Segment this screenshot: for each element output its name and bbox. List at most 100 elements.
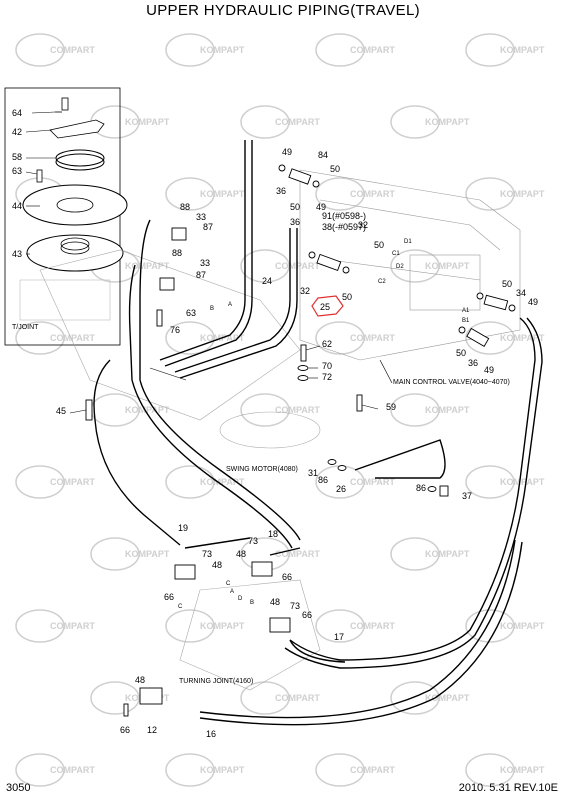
watermark-text: COMPART bbox=[50, 45, 95, 55]
watermark-text: COMPART bbox=[275, 693, 320, 703]
part-number-label: 73 bbox=[290, 601, 300, 611]
port-letter: C1 bbox=[392, 251, 400, 257]
part-number-label: 33 bbox=[200, 258, 210, 268]
bolt-64-drawing bbox=[55, 97, 69, 113]
watermark-text: COMPART bbox=[350, 477, 395, 487]
part-number-label: 86 bbox=[416, 483, 426, 493]
port-letter: B bbox=[250, 600, 254, 606]
part-number-label: 88 bbox=[180, 202, 190, 212]
part-number-label: 24 bbox=[262, 276, 272, 286]
watermark-logo-icon bbox=[315, 753, 365, 787]
watermark-logo-icon bbox=[15, 609, 65, 643]
part-number-label: 31 bbox=[308, 468, 318, 478]
watermark-text: KOMPAPT bbox=[425, 693, 470, 703]
watermark-logo-icon bbox=[165, 753, 215, 787]
watermark-text: COMPART bbox=[50, 333, 95, 343]
part-number-label: 32 bbox=[358, 220, 368, 230]
watermark-logo-icon bbox=[315, 321, 365, 355]
plate-44-drawing bbox=[22, 184, 128, 226]
port-letter: A bbox=[230, 589, 234, 595]
part-number-label: 38(-#0597) bbox=[322, 222, 366, 232]
watermark-text: KOMPAPT bbox=[125, 549, 170, 559]
bracket-42-drawing bbox=[49, 119, 105, 139]
port-letter: D1 bbox=[404, 239, 412, 245]
watermark-text: KOMPAPT bbox=[500, 45, 545, 55]
part-number-label: 17 bbox=[334, 632, 344, 642]
watermark-text: COMPART bbox=[350, 333, 395, 343]
port-letter: C bbox=[226, 581, 231, 587]
watermark-logo-icon bbox=[315, 177, 365, 211]
watermark-text: COMPART bbox=[275, 117, 320, 127]
watermark-text: COMPART bbox=[350, 765, 395, 775]
watermark-logo-icon bbox=[390, 681, 440, 715]
part-number-label: 36 bbox=[276, 186, 286, 196]
port-letter: C bbox=[178, 604, 183, 610]
watermark-text: KOMPAPT bbox=[425, 405, 470, 415]
part-number-label: 48 bbox=[135, 675, 145, 685]
part-number-label: 25 bbox=[320, 302, 330, 312]
turning-joint-caption: TURNING JOINT(4160) bbox=[179, 678, 253, 685]
watermark-text: COMPART bbox=[350, 189, 395, 199]
port-letter: A1 bbox=[462, 308, 470, 314]
watermark-text: KOMPAPT bbox=[425, 261, 470, 271]
part-number-label: 36 bbox=[468, 358, 478, 368]
watermark-text: KOMPAPT bbox=[500, 477, 545, 487]
part-number-label: 73 bbox=[248, 536, 258, 546]
part-number-label: 88 bbox=[172, 248, 182, 258]
tjoint-inset bbox=[4, 87, 128, 346]
part-number-label: 73 bbox=[202, 549, 212, 559]
tjoint-part-label: 58 bbox=[12, 152, 22, 162]
tjoint-part-label: 64 bbox=[12, 108, 22, 118]
watermark-logo-icon bbox=[315, 609, 365, 643]
part-number-label: 49 bbox=[528, 297, 538, 307]
part-number-label: 76 bbox=[170, 325, 180, 335]
port-letter: B1 bbox=[462, 318, 470, 324]
watermark-text: KOMPAPT bbox=[200, 45, 245, 55]
watermark-text: KOMPAPT bbox=[425, 117, 470, 127]
clamp-58-drawing bbox=[55, 149, 105, 167]
watermark-logo-icon bbox=[240, 393, 290, 427]
tjoint-part-label: 42 bbox=[12, 127, 22, 137]
swing-motor-drawing bbox=[39, 249, 321, 691]
part-number-label: 50 bbox=[342, 292, 352, 302]
watermark-text: KOMPAPT bbox=[200, 477, 245, 487]
part-number-label: 50 bbox=[502, 279, 512, 289]
hose-lines bbox=[93, 140, 543, 726]
watermark-logo-icon bbox=[240, 249, 290, 283]
part-number-label: 18 bbox=[268, 529, 278, 539]
part-number-label: 49 bbox=[484, 365, 494, 375]
watermark-logo-icon bbox=[315, 33, 365, 67]
watermark-text: KOMPAPT bbox=[500, 189, 545, 199]
watermark-logo-icon bbox=[165, 33, 215, 67]
fittings bbox=[85, 164, 516, 717]
watermark-logo-icon bbox=[90, 681, 140, 715]
part-number-label: 36 bbox=[290, 217, 300, 227]
watermark-text: COMPART bbox=[275, 549, 320, 559]
watermark-logo-icon bbox=[165, 321, 215, 355]
part-number-label: 87 bbox=[196, 270, 206, 280]
watermark-logo-icon bbox=[15, 753, 65, 787]
part-number-label: 48 bbox=[236, 549, 246, 559]
part-number-label: 63 bbox=[186, 308, 196, 318]
main-control-valve-drawing bbox=[299, 169, 521, 361]
part-number-label: 19 bbox=[178, 523, 188, 533]
part-number-label: 86 bbox=[318, 475, 328, 485]
watermark-text: KOMPAPT bbox=[125, 117, 170, 127]
main-control-valve-caption: MAIN CONTROL VALVE(4040~4070) bbox=[393, 379, 510, 386]
part-number-label: 48 bbox=[212, 560, 222, 570]
watermark-logo-icon bbox=[465, 753, 515, 787]
watermark-text: COMPART bbox=[350, 621, 395, 631]
port-letter: B bbox=[210, 306, 214, 312]
watermark-text: KOMPAPT bbox=[200, 189, 245, 199]
watermark-text: KOMPAPT bbox=[425, 549, 470, 559]
port-letter: D2 bbox=[396, 264, 404, 270]
port-letter: A bbox=[228, 302, 232, 308]
watermark-logo-icon bbox=[465, 33, 515, 67]
watermark-logo-icon bbox=[90, 537, 140, 571]
part-number-label: 33 bbox=[196, 212, 206, 222]
watermark-text: COMPART bbox=[50, 765, 95, 775]
part-number-label: 66 bbox=[302, 610, 312, 620]
watermark-layer: COMPART KOMPAPT COMPART KOMPAPT KOMPAPT COMPA… bbox=[15, 33, 545, 787]
watermark-logo-icon bbox=[15, 321, 65, 355]
